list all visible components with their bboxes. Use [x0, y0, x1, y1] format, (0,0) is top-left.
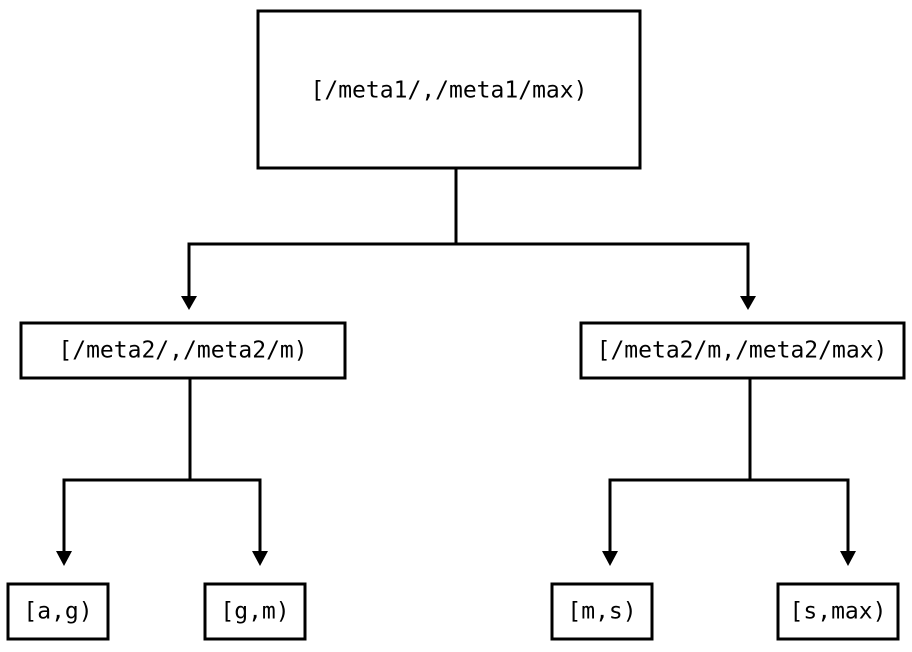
edge-mid-right-to-leaf-4	[750, 478, 856, 566]
node-root[interactable]: [/meta1/,/meta1/max)	[256, 9, 642, 170]
arrowhead-down-icon	[840, 551, 856, 566]
edge-mid-right-to-leaf-3	[602, 378, 752, 566]
node-leaf-4[interactable]: [s,max)	[776, 582, 900, 641]
edge-mid-left-to-leaf-1	[56, 378, 192, 566]
node-mid-right-box	[579, 321, 906, 380]
node-leaf-1-box	[6, 582, 110, 641]
arrowhead-down-icon	[252, 551, 268, 566]
node-leaf-2[interactable]: [g,m)	[203, 582, 307, 641]
arrowhead-down-icon	[602, 551, 618, 566]
arrowhead-down-icon	[56, 551, 72, 566]
node-mid-left[interactable]: [/meta2/,/meta2/m)	[19, 321, 347, 380]
node-mid-right[interactable]: [/meta2/m,/meta2/max)	[579, 321, 906, 380]
node-leaf-2-label: [g,m)	[220, 599, 289, 625]
edge-root-to-mid-left	[181, 168, 458, 310]
node-leaf-1-label: [a,g)	[23, 599, 92, 625]
node-root-label: [/meta1/,/meta1/max)	[311, 78, 588, 104]
edge-root-to-mid-right	[456, 242, 756, 310]
arrowhead-down-icon	[740, 296, 756, 310]
node-root-box	[256, 9, 642, 170]
node-leaf-4-box	[776, 582, 900, 641]
edge-mid-left-to-leaf-2	[190, 478, 268, 566]
node-leaf-3[interactable]: [m,s)	[550, 582, 654, 641]
node-mid-right-label: [/meta2/m,/meta2/max)	[597, 338, 888, 364]
node-leaf-4-label: [s,max)	[790, 599, 887, 625]
node-leaf-1[interactable]: [a,g)	[6, 582, 110, 641]
node-leaf-3-label: [m,s)	[567, 599, 636, 625]
arrowhead-down-icon	[181, 296, 197, 310]
node-mid-left-box	[19, 321, 347, 380]
node-mid-left-label: [/meta2/,/meta2/m)	[58, 338, 307, 364]
node-leaf-2-box	[203, 582, 307, 641]
node-leaf-3-box	[550, 582, 654, 641]
